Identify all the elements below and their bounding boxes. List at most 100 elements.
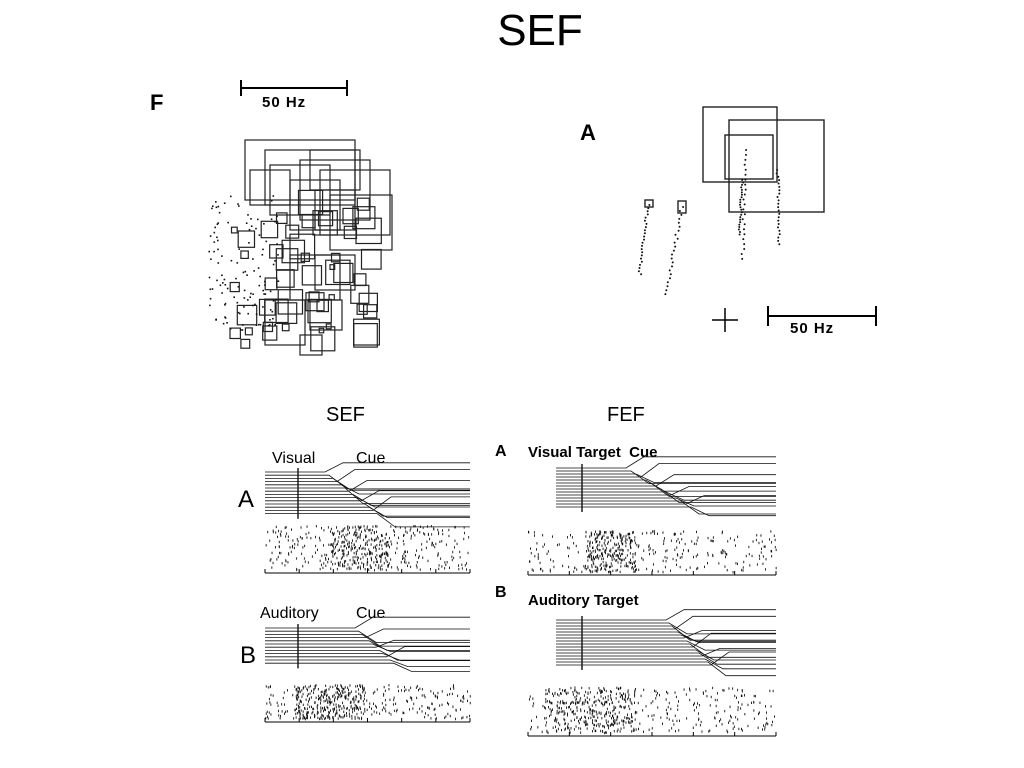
spike <box>621 719 623 722</box>
spike <box>584 715 586 718</box>
spike <box>741 689 743 692</box>
spike <box>280 551 282 555</box>
spike <box>585 720 587 724</box>
spike <box>419 531 421 534</box>
spike <box>403 534 404 537</box>
trajectory-dot <box>778 185 781 188</box>
trajectory-dot <box>674 233 677 236</box>
spike <box>457 694 459 697</box>
field-dot <box>239 329 242 331</box>
spike <box>383 706 385 709</box>
spike <box>546 692 548 695</box>
spike <box>342 715 344 719</box>
spike <box>278 540 280 544</box>
field-dot <box>247 299 249 301</box>
spike <box>611 717 612 720</box>
spike <box>631 715 632 718</box>
field-dot <box>248 228 251 231</box>
spike <box>317 711 319 714</box>
spike <box>627 717 629 720</box>
spike <box>299 715 301 718</box>
spike <box>545 716 547 720</box>
spike <box>330 567 332 570</box>
spike <box>574 689 576 692</box>
spike <box>373 702 374 705</box>
spike <box>454 525 456 529</box>
spike <box>694 702 695 705</box>
trajectory-dot <box>678 217 681 220</box>
spike <box>741 729 743 732</box>
spike <box>610 565 612 569</box>
spike <box>376 706 377 709</box>
spike <box>377 566 379 570</box>
spike <box>602 724 604 728</box>
row-b-letter-left: B <box>240 642 257 669</box>
spike <box>575 725 577 728</box>
spike <box>770 549 772 553</box>
eye-trace <box>265 513 470 528</box>
spike <box>346 712 347 715</box>
spike <box>605 719 607 722</box>
spike <box>441 703 443 706</box>
spike <box>666 549 668 552</box>
field-dot <box>223 202 226 204</box>
field-dot <box>217 262 220 264</box>
spike <box>596 566 598 569</box>
spike <box>591 564 593 567</box>
spike <box>563 713 565 716</box>
spike <box>441 540 443 543</box>
spike <box>332 549 333 553</box>
spike <box>381 553 383 556</box>
spike <box>596 724 597 727</box>
spike <box>601 537 602 540</box>
field-box <box>264 277 278 291</box>
spike <box>545 698 547 701</box>
field-box <box>305 292 325 312</box>
scale-bar-left <box>240 80 348 96</box>
spike <box>404 560 405 564</box>
spike <box>462 700 464 703</box>
field-dot <box>244 270 247 273</box>
spike <box>296 538 298 541</box>
spike <box>594 533 595 536</box>
spike <box>593 701 595 704</box>
spike <box>348 694 350 697</box>
spike <box>347 551 349 554</box>
spike <box>311 689 312 693</box>
field-dot <box>217 248 219 251</box>
spike <box>591 551 593 555</box>
spike <box>271 566 273 569</box>
spike <box>344 538 346 541</box>
field-box <box>229 281 240 293</box>
field-box <box>299 334 323 356</box>
spike <box>387 541 389 544</box>
spike <box>585 567 587 571</box>
trajectory-dot <box>682 206 685 208</box>
spike <box>762 728 763 731</box>
spike <box>676 719 678 723</box>
spike <box>280 714 281 718</box>
spike <box>585 690 587 694</box>
spike <box>576 709 578 712</box>
spike <box>643 549 645 552</box>
spike <box>550 558 552 561</box>
spike <box>624 564 626 568</box>
trajectory-dot <box>644 226 647 229</box>
spike <box>572 693 574 696</box>
spike <box>464 531 465 535</box>
spike <box>557 706 559 710</box>
field-dot <box>269 290 272 293</box>
spike <box>557 693 558 696</box>
spike <box>771 723 773 727</box>
spike <box>575 544 577 548</box>
spike <box>547 731 549 735</box>
spike <box>386 541 388 544</box>
spike <box>586 711 588 714</box>
spike <box>343 541 345 544</box>
spike <box>612 533 614 537</box>
spike <box>381 534 383 537</box>
spike <box>342 550 344 553</box>
spike <box>639 722 641 725</box>
spike <box>301 552 303 555</box>
spike <box>670 539 672 542</box>
